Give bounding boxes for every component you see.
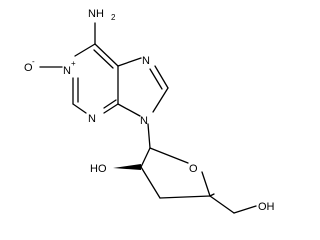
label-ring-oxygen: O [189, 163, 198, 175]
bond-c4prime-c3prime [159, 195, 211, 199]
bond-c5-c6 [94, 43, 119, 67]
stereo-hash-c4prime [209, 193, 215, 197]
bond-c5-n7 [117, 57, 142, 67]
bond-c8-n9 [152, 87, 169, 113]
structure-canvas: NH 2 O - N + N N N O HO OH [24, 8, 275, 214]
bond-c4prime-c5prime [209, 195, 235, 214]
bond-c5prime-oh [233, 205, 257, 214]
bond-n7-c8-double [149, 68, 163, 90]
bond-c5-c6-double [93, 49, 114, 69]
bond-c2prime-c1prime [140, 147, 151, 168]
bond-c3prime-c2prime [140, 166, 161, 199]
bond-n7-c8 [154, 65, 169, 89]
label-hydroxyl-left: HO [90, 163, 107, 175]
bond-c6-n1 [74, 43, 96, 57]
wedge-c2prime-oh [113, 164, 141, 170]
bond-n3-c4-double [103, 99, 117, 109]
label-oxide-charge: - [32, 57, 35, 66]
bond-o4prime-c4prime [201, 171, 211, 197]
label-n1: N [63, 65, 71, 77]
molecule-diagram: NH 2 O - N + N N N O HO OH [24, 8, 275, 214]
label-oxide-oxygen: O [24, 62, 33, 74]
label-n3: N [88, 113, 96, 125]
bond-c1prime-o4prime [149, 147, 189, 164]
label-n9: N [140, 115, 148, 127]
bond-c2-n3 [72, 103, 87, 114]
label-hydroxyl-right: OH [258, 201, 275, 213]
label-amine: NH [88, 8, 104, 20]
label-n1-charge: + [71, 59, 76, 68]
bond-n9-c1prime [147, 123, 151, 149]
bond-n3-c4 [103, 103, 119, 114]
bond-n9-c4 [117, 103, 141, 117]
label-amine-subscript: 2 [111, 13, 116, 22]
label-n7: N [142, 55, 150, 67]
